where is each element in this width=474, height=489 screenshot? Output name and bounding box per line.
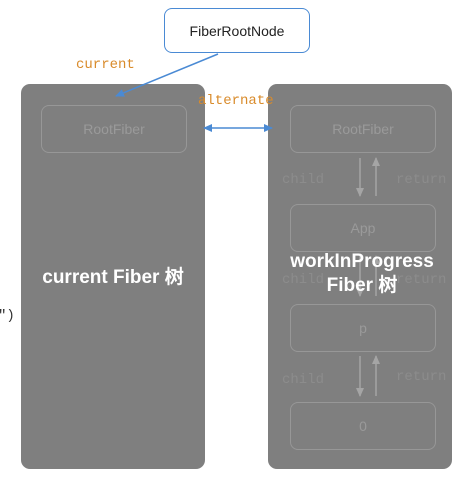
wip-tree-title-line1: workInProgress xyxy=(290,251,434,272)
wip-p-label: p xyxy=(359,320,367,336)
wip-root-fiber-label: RootFiber xyxy=(332,121,394,137)
current-pointer-arrow xyxy=(115,53,219,97)
edge-fragment-text: ") xyxy=(0,308,15,324)
alternate-edge-label: alternate xyxy=(198,93,274,109)
current-edge-label: current xyxy=(76,57,135,73)
current-root-fiber-label: RootFiber xyxy=(83,121,145,137)
wip-tree-title: workInProgress Fiber 树 xyxy=(268,250,456,298)
current-tree-title: current Fiber 树 xyxy=(42,267,184,288)
current-fiber-tree-panel xyxy=(21,84,205,469)
current-root-fiber-node: RootFiber xyxy=(41,105,187,153)
wip-app-label: App xyxy=(350,220,376,236)
fiber-root-node-label: FiberRootNode xyxy=(189,22,285,39)
return-label-3: return xyxy=(396,369,447,385)
wip-app-node: App xyxy=(290,204,436,252)
wip-tree-title-line2: Fiber 树 xyxy=(326,275,398,296)
wip-p-node: p xyxy=(290,304,436,352)
wip-text-0-node: 0 xyxy=(290,402,436,450)
child-label-1: child xyxy=(282,172,325,188)
wip-root-fiber-node: RootFiber xyxy=(290,105,436,153)
child-label-2: child xyxy=(282,272,325,288)
return-label-2: return xyxy=(396,272,447,288)
wip-text-0-label: 0 xyxy=(359,418,367,434)
return-label-1: return xyxy=(396,172,447,188)
child-label-3: child xyxy=(282,372,325,388)
fiber-root-node: FiberRootNode xyxy=(164,8,310,53)
